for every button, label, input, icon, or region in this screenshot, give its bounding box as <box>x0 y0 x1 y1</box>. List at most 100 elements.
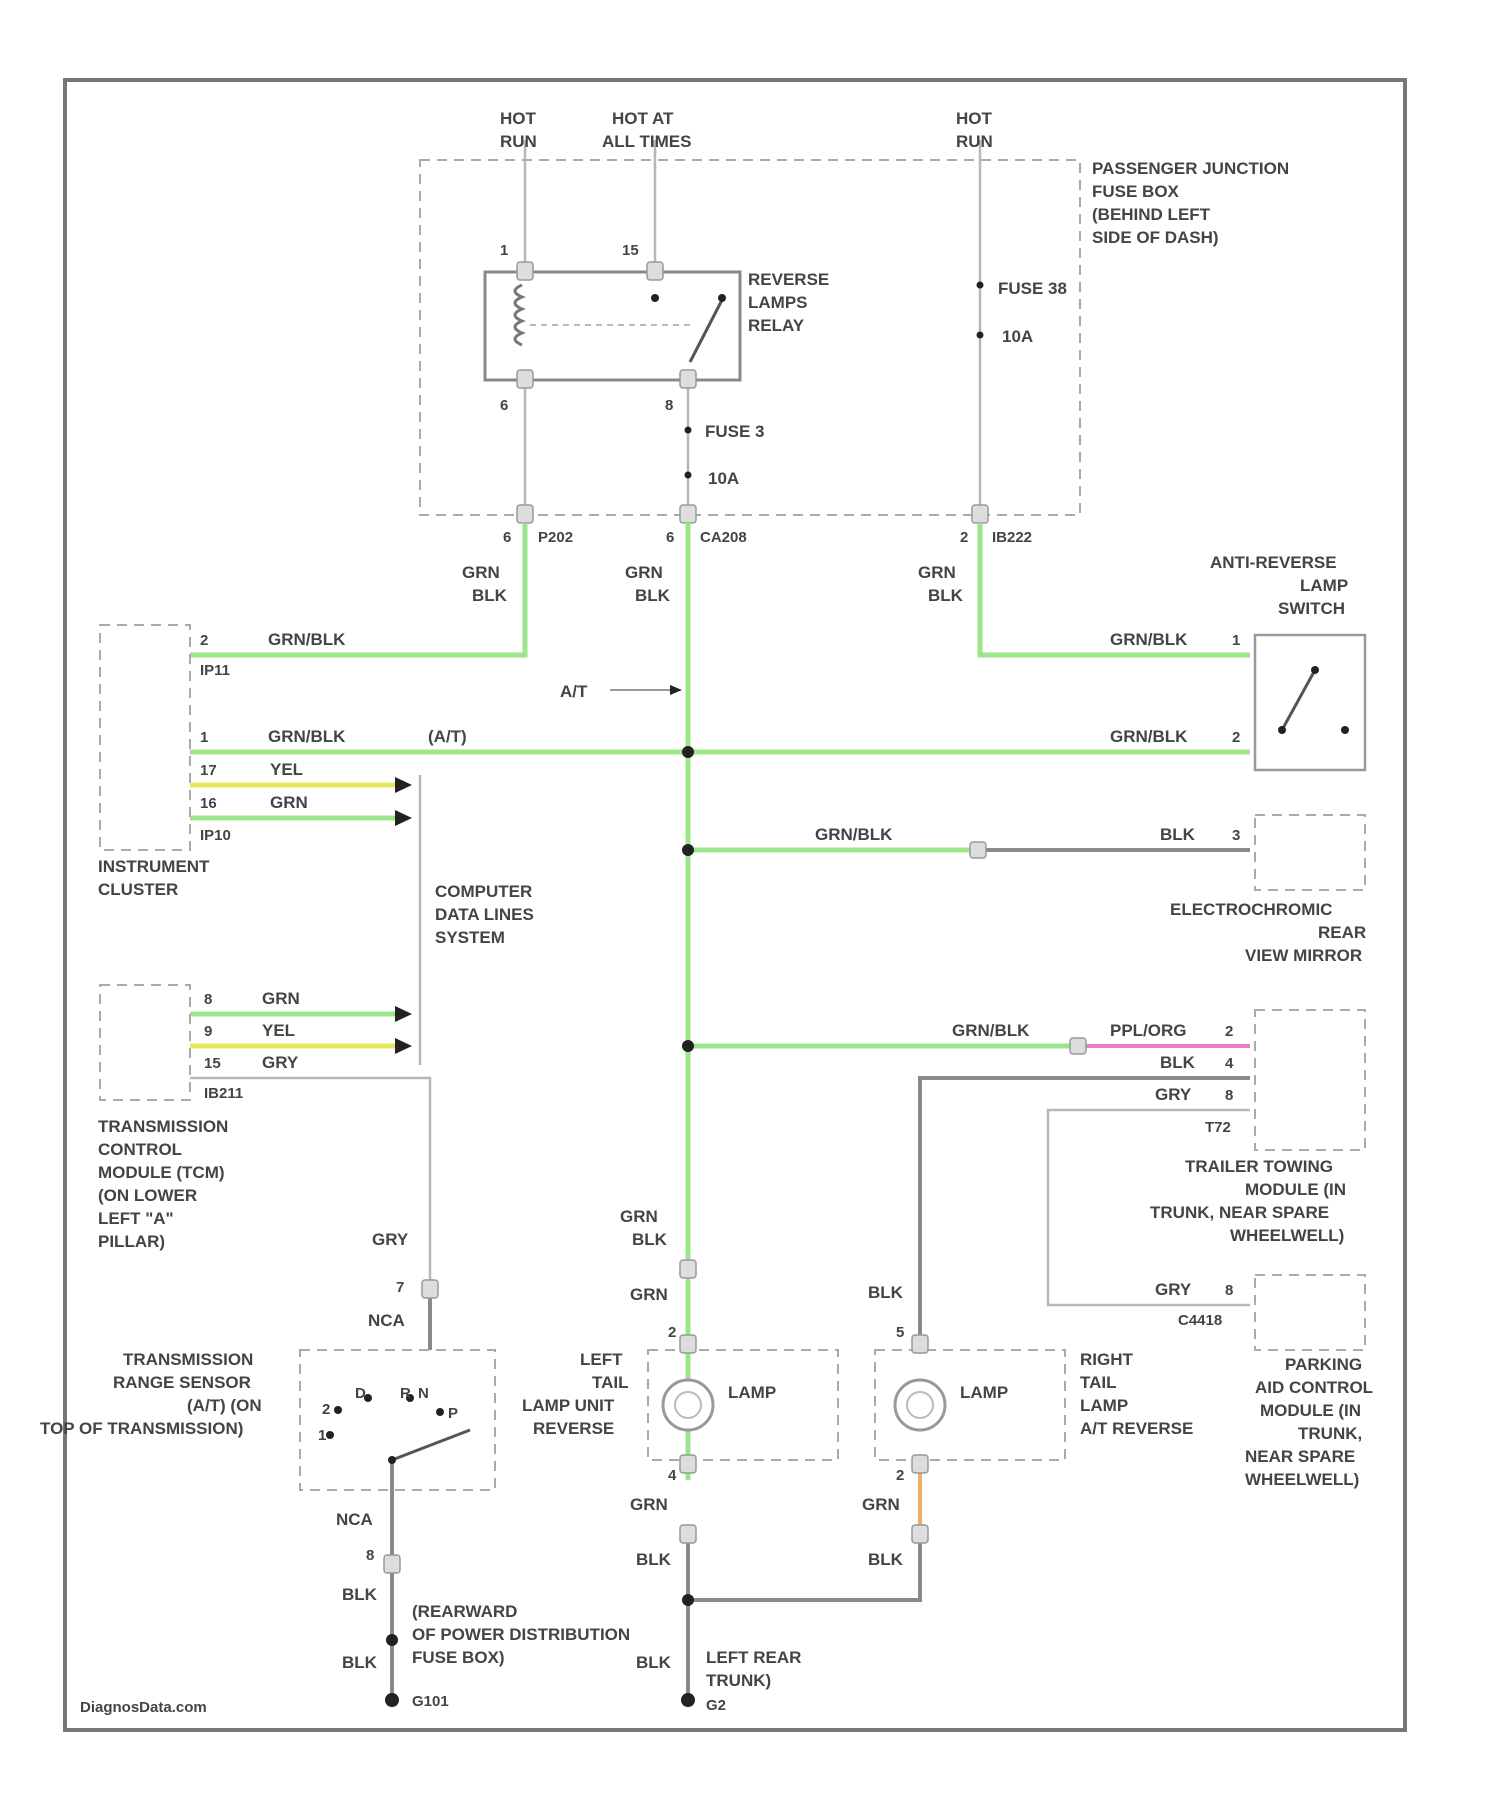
anti-reverse-label: ANTI-REVERSE <box>1210 553 1337 572</box>
tcm-pin: 9 <box>204 1023 212 1040</box>
left-lamp-label: LAMP UNIT <box>522 1396 615 1415</box>
data-lines-label: COMPUTER <box>435 882 532 901</box>
ground-right-note: TRUNK) <box>706 1671 771 1690</box>
junction-label-4: SIDE OF DASH) <box>1092 228 1219 247</box>
wire-label-gry: GRY <box>372 1230 409 1249</box>
trailer-label: WHEELWELL) <box>1230 1226 1344 1245</box>
wire-label-grn: GRN <box>630 1285 668 1304</box>
cluster-pin: 16 <box>200 795 217 812</box>
mirror-label: VIEW MIRROR <box>1245 946 1362 965</box>
wire-label-blk: BLK <box>635 586 671 605</box>
src3-line2: RUN <box>956 132 993 151</box>
parking-aid-box <box>1255 1275 1365 1350</box>
pin-jr: 2 <box>960 529 968 546</box>
right-lamp-label: RIGHT <box>1080 1350 1134 1369</box>
wire-label-blk: BLK <box>868 1283 904 1302</box>
wire-label-grn: GRN <box>262 989 300 1008</box>
wire-label-grnblk: GRN/BLK <box>268 630 346 649</box>
range-sensor-label: TOP OF TRANSMISSION) <box>40 1419 243 1438</box>
anti-reverse-pin: 2 <box>1232 729 1240 746</box>
wire-label-nca: NCA <box>336 1510 373 1529</box>
range-sensor-pin: 7 <box>396 1279 404 1296</box>
wire-label-blk: BLK <box>1160 1053 1196 1072</box>
range-pos: 2 <box>322 1401 330 1418</box>
relay-contact <box>690 300 722 362</box>
mirror-pin: 3 <box>1232 827 1240 844</box>
range-sensor-pin: 8 <box>366 1547 374 1564</box>
range-pos: 1 <box>318 1427 326 1444</box>
parking-aid-label: NEAR SPARE <box>1245 1447 1355 1466</box>
junction-label-3: (BEHIND LEFT <box>1092 205 1211 224</box>
pin-relay-bl: 6 <box>500 397 508 414</box>
trailer-label: TRUNK, NEAR SPARE <box>1150 1203 1329 1222</box>
mirror-label: REAR <box>1318 923 1366 942</box>
src2-line1: HOT AT <box>612 109 674 128</box>
wire-label-grnblk: GRN/BLK <box>268 727 346 746</box>
ground-left-id: G101 <box>412 1693 449 1710</box>
watermark: DiagnosData.com <box>80 1699 207 1716</box>
range-sensor-label: TRANSMISSION <box>123 1350 253 1369</box>
src2-line2: ALL TIMES <box>602 132 691 151</box>
cluster-pin: 2 <box>200 632 208 649</box>
wire-label-grn: GRN <box>625 563 663 582</box>
wire-label-nca: NCA <box>368 1311 405 1330</box>
anti-reverse-label: LAMP <box>1300 576 1348 595</box>
tcm-label: LEFT "A" <box>98 1209 174 1228</box>
wire-label-blk: BLK <box>632 1230 668 1249</box>
wire-label-yel: YEL <box>270 760 303 779</box>
trailer-conn: T72 <box>1205 1119 1231 1136</box>
trailer-pin: 4 <box>1225 1055 1234 1072</box>
ground-left-note: OF POWER DISTRIBUTION <box>412 1625 630 1644</box>
tcm-label: (ON LOWER <box>98 1186 197 1205</box>
anti-reverse-switch-box <box>1255 635 1365 770</box>
range-pos: R <box>400 1385 411 1402</box>
wire-label-blk: BLK <box>868 1550 904 1569</box>
cluster-pin: 1 <box>200 729 208 746</box>
range-sensor-label: RANGE SENSOR <box>113 1373 251 1392</box>
fuse38-name: FUSE 38 <box>998 279 1067 298</box>
data-lines-label: DATA LINES <box>435 905 534 924</box>
wire-label-blk: BLK <box>342 1653 378 1672</box>
conn-jr: IB222 <box>992 529 1032 546</box>
tcm-pin: 8 <box>204 991 212 1008</box>
left-lamp-text: LAMP <box>728 1383 776 1402</box>
conn-jl: P202 <box>538 529 573 546</box>
tcm-label: PILLAR) <box>98 1232 165 1251</box>
fuse38-rating: 10A <box>1002 327 1033 346</box>
left-lamp-pin: 2 <box>668 1324 676 1341</box>
anti-reverse-pin: 1 <box>1232 632 1240 649</box>
right-lamp-text: LAMP <box>960 1383 1008 1402</box>
cluster-conn: IP10 <box>200 827 231 844</box>
relay-label-2: LAMPS <box>748 293 808 312</box>
right-lamp-label: A/T REVERSE <box>1080 1419 1193 1438</box>
wire-label-grn: GRN <box>620 1207 658 1226</box>
wire-label-grnblk: GRN/BLK <box>1110 727 1188 746</box>
range-pos: N <box>418 1385 429 1402</box>
left-lamp-label: LEFT <box>580 1350 623 1369</box>
wire-label-blk: BLK <box>928 586 964 605</box>
cluster-pin: 17 <box>200 762 217 779</box>
range-sensor-label: (A/T) (ON <box>187 1396 262 1415</box>
wire-label-grn: GRN <box>270 793 308 812</box>
wire-label-grnblk: GRN/BLK <box>1110 630 1188 649</box>
tcm-conn: IB211 <box>204 1085 243 1102</box>
range-pos: D <box>355 1385 366 1402</box>
right-lamp-pin: 2 <box>896 1467 904 1484</box>
pin-jm: 6 <box>666 529 674 546</box>
wire-label-grn: GRN <box>630 1495 668 1514</box>
parking-aid-label: PARKING <box>1285 1355 1362 1374</box>
wire-label-at: (A/T) <box>428 727 467 746</box>
left-lamp-label: TAIL <box>592 1373 629 1392</box>
wire-label-blk: BLK <box>342 1585 378 1604</box>
tcm-label: MODULE (TCM) <box>98 1163 225 1182</box>
range-pos: P <box>448 1405 458 1422</box>
src1-line1: HOT <box>500 109 537 128</box>
trailer-label: TRAILER TOWING <box>1185 1157 1333 1176</box>
src3-line1: HOT <box>956 109 993 128</box>
parking-aid-label: AID CONTROL <box>1255 1378 1373 1397</box>
fuse3-name: FUSE 3 <box>705 422 765 441</box>
wire-label-pplorg: PPL/ORG <box>1110 1021 1187 1040</box>
ground-right-note: LEFT REAR <box>706 1648 801 1667</box>
ground-left-note: (REARWARD <box>412 1602 517 1621</box>
src1-line2: RUN <box>500 132 537 151</box>
